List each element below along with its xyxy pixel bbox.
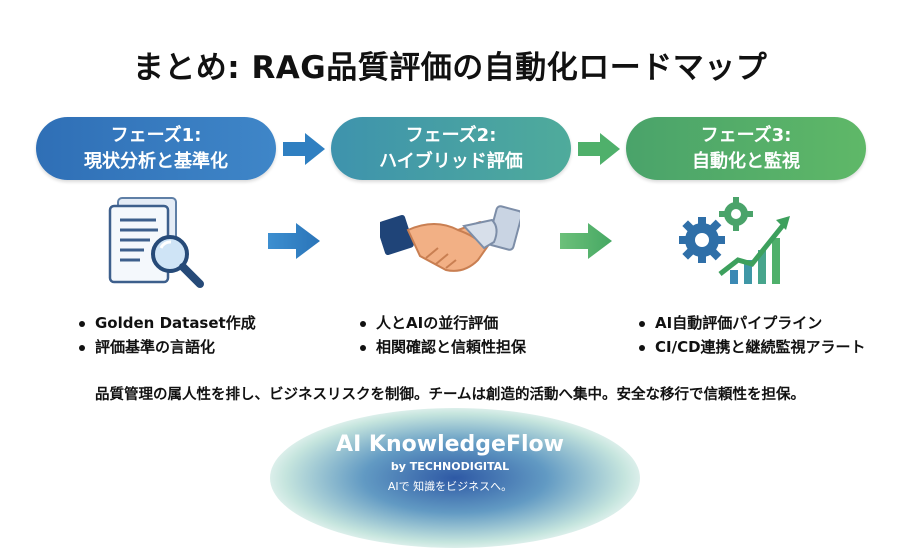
brand-tagline: AIで 知識をビジネスへ。 [387,480,513,493]
phase-1-label: フェーズ1: [110,124,202,146]
phase-3-subtitle: 自動化と監視 [692,150,800,172]
phase-1-bullets: Golden Dataset作成 評価基準の言語化 [77,311,256,359]
handshake-icon [380,205,520,272]
arrow-right-icon [283,133,325,165]
brand-by: by TECHNODIGITAL [390,460,510,473]
phase-2-label: フェーズ2: [405,124,497,146]
list-item: 評価基準の言語化 [77,335,256,359]
brand-name: AI KnowledgeFlow [336,432,564,457]
arrow-right-icon [560,223,612,259]
phase-1-pill: フェーズ1: 現状分析と基準化 [36,117,276,180]
phase-2-bullets: 人とAIの並行評価 相関確認と信頼性担保 [358,311,526,359]
list-item: Golden Dataset作成 [77,311,256,335]
list-item: 人とAIの並行評価 [358,311,526,335]
summary-text: 品質管理の属人性を排し、ビジネスリスクを制御。チームは創造的活動へ集中。安全な移… [94,387,806,403]
document-search-icon [108,197,204,288]
phase-3-label: フェーズ3: [700,124,792,146]
list-item: AI自動評価パイプライン [637,311,866,335]
list-item: CI/CD連携と継続監視アラート [637,335,866,359]
phase-2-subtitle: ハイブリッド評価 [379,150,523,172]
phase-3-pill: フェーズ3: 自動化と監視 [626,117,866,180]
arrow-right-icon [578,133,620,165]
phase-2-pill: フェーズ2: ハイブリッド評価 [331,117,571,180]
page-title: まとめ: RAG品質評価の自動化ロードマップ [132,50,768,86]
phase-1-subtitle: 現状分析と基準化 [84,150,228,172]
phase-3-bullets: AI自動評価パイプライン CI/CD連携と継続監視アラート [637,311,866,359]
list-item: 相関確認と信頼性担保 [358,335,526,359]
arrow-right-icon [268,223,320,259]
gears-chart-icon [679,197,790,284]
